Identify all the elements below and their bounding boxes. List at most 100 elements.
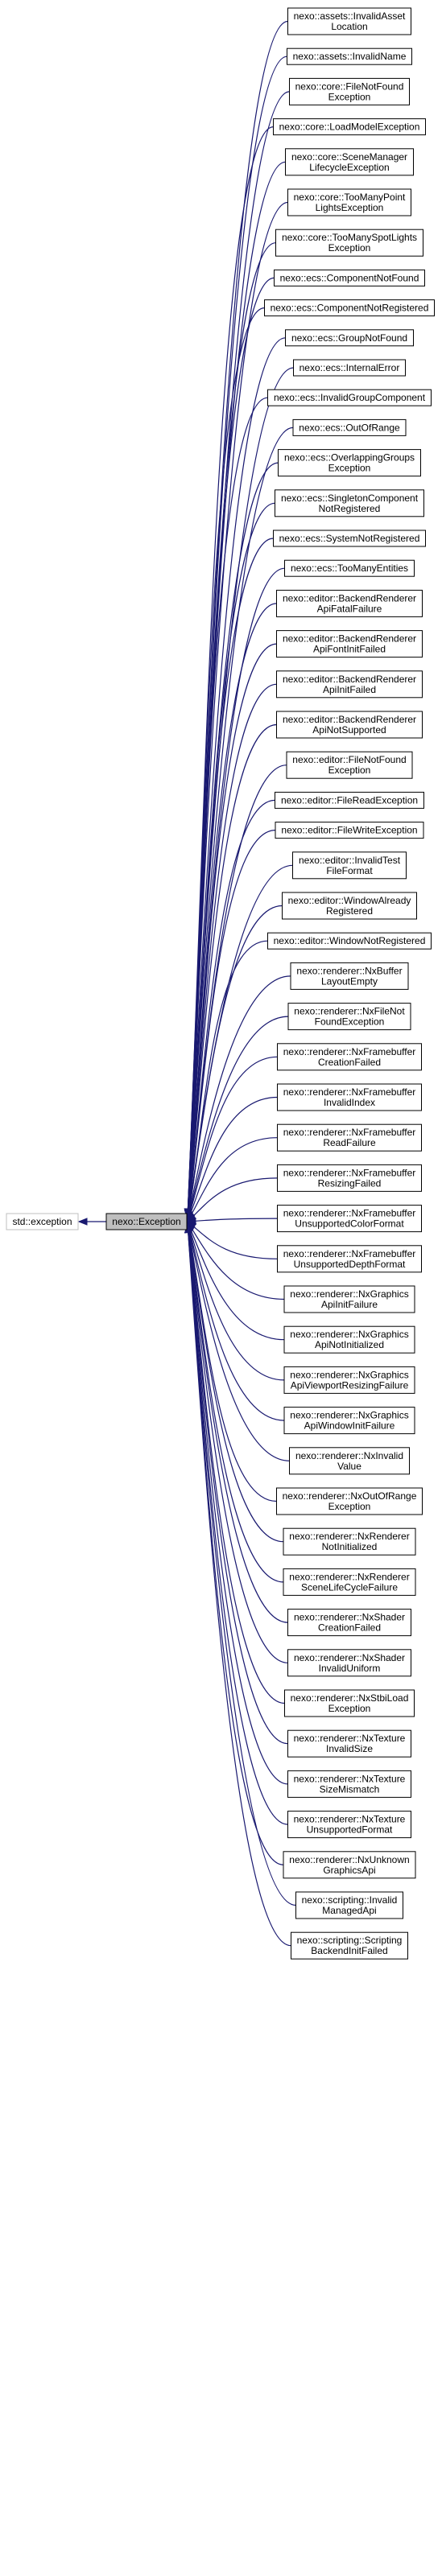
derived-class-node[interactable]: nexo::renderer::NxGraphicsApiWindowInitF… [283,1407,415,1435]
derived-class-node[interactable]: nexo::editor::FileReadException [275,791,424,809]
derived-class-node[interactable]: nexo::ecs::InvalidGroupComponent [267,389,432,406]
derived-class-node[interactable]: nexo::renderer::NxFramebufferUnsupported… [277,1205,422,1233]
inheritance-edge [187,603,277,1219]
derived-class-node[interactable]: nexo::core::SceneManagerLifecycleExcepti… [285,148,414,176]
derived-class-node[interactable]: nexo::ecs::InternalError [293,359,406,377]
derived-class-node[interactable]: nexo::renderer::NxFramebufferUnsupported… [277,1245,422,1273]
class-label-line: nexo::editor::BackendRenderer [283,674,416,685]
derived-class-node-box [277,1205,422,1233]
derived-class-node[interactable]: nexo::editor::BackendRendererApiInitFail… [276,670,423,699]
derived-class-node-box [293,359,406,377]
inheritance-edge [187,830,276,1221]
class-label-line: nexo::core::TooManyPoint [294,192,406,203]
derived-class-node-box [287,1770,411,1798]
class-label-line: nexo::renderer::NxFramebuffer [283,1248,416,1259]
derived-class-node[interactable]: nexo::editor::BackendRendererApiFatalFai… [276,589,423,617]
derived-class-node-box [278,449,421,477]
derived-class-node-box [289,1447,410,1475]
derived-class-node-box [287,1609,411,1637]
base-class-node[interactable]: std::exception [6,1213,79,1230]
derived-class-node[interactable]: nexo::editor::BackendRendererApiFontInit… [276,630,423,658]
inheritance-edge [187,799,275,1220]
inheritance-edge [187,1137,278,1222]
derived-class-node[interactable]: nexo::ecs::OutOfRange [292,418,407,436]
inheritance-edge [187,1222,284,1543]
class-label-line: Location [331,21,367,32]
derived-class-node-box [264,299,435,317]
inheritance-edge [187,1224,291,1947]
root-class-node[interactable]: nexo::Exception [105,1213,188,1230]
class-label-line: Exception [328,765,371,776]
derived-class-node[interactable]: nexo::renderer::NxRendererSceneLifeCycle… [283,1568,416,1596]
derived-class-node-box [287,47,412,65]
derived-class-node-box [276,670,423,699]
derived-class-node-box [289,77,410,105]
derived-class-node-box [283,1851,416,1879]
derived-class-node-box [291,1931,408,1960]
class-label-line: InvalidUniform [319,1663,381,1674]
inheritance-edge [187,1224,296,1906]
derived-class-node[interactable]: nexo::ecs::ComponentNotFound [274,269,425,286]
class-label-line: nexo::ecs::InvalidGroupComponent [274,392,426,403]
derived-class-node[interactable]: nexo::editor::FileWriteException [275,822,424,839]
derived-class-node[interactable]: nexo::renderer::NxGraphicsApiViewportRes… [283,1366,415,1394]
derived-class-node[interactable]: nexo::renderer::NxFramebufferInvalidInde… [277,1083,422,1111]
derived-class-node-box [283,1366,415,1394]
class-label-line: Registered [326,905,373,917]
derived-class-node[interactable]: nexo::ecs::GroupNotFound [285,329,414,347]
derived-class-node[interactable]: nexo::ecs::ComponentNotRegistered [264,299,435,317]
class-label-line: nexo::assets::InvalidAsset [294,10,406,22]
inheritance-edge [187,1223,288,1663]
derived-class-node[interactable]: nexo::core::LoadModelException [273,118,426,136]
class-label-line: InvalidIndex [324,1097,375,1108]
derived-class-node[interactable]: nexo::assets::InvalidName [287,47,412,65]
class-label-line: nexo::renderer::NxFramebuffer [283,1127,416,1138]
inheritance-edge [187,683,277,1220]
derived-class-node[interactable]: nexo::renderer::NxGraphicsApiNotInitiali… [283,1325,415,1354]
derived-class-node[interactable]: nexo::editor::WindowNotRegistered [267,932,432,950]
derived-class-node[interactable]: nexo::renderer::NxFramebufferResizingFai… [277,1164,422,1192]
class-label-line: nexo::editor::WindowAlready [288,895,411,906]
derived-class-node[interactable]: nexo::ecs::TooManyEntities [284,559,415,577]
derived-class-node[interactable]: nexo::renderer::NxTextureUnsupportedForm… [287,1811,411,1839]
class-label-line: nexo::ecs::SingletonComponent [281,493,419,504]
class-label-line: nexo::renderer::NxInvalid [295,1450,403,1461]
inheritance-edge [187,397,268,1218]
derived-class-node-box [275,791,424,809]
class-label-line: nexo::renderer::NxFramebuffer [283,1086,416,1098]
derived-class-node-box [267,389,432,406]
derived-class-node[interactable]: nexo::editor::BackendRendererApiNotSuppo… [276,711,423,739]
inheritance-edge [187,337,286,1218]
inheritance-edge [187,1222,290,1461]
derived-class-node[interactable]: nexo::ecs::SystemNotRegistered [273,530,426,547]
class-label-line: LifecycleException [309,162,389,173]
derived-class-node-box [276,630,423,658]
derived-class-node-box [274,269,425,286]
derived-class-node[interactable]: nexo::ecs::SingletonComponentNotRegister… [275,489,424,517]
derived-class-node[interactable]: nexo::renderer::NxFramebufferCreationFai… [277,1043,422,1071]
class-label-line: nexo::renderer::NxRenderer [289,1571,409,1582]
derived-class-node[interactable]: nexo::scripting::ScriptingBackendInitFai… [291,1931,408,1960]
